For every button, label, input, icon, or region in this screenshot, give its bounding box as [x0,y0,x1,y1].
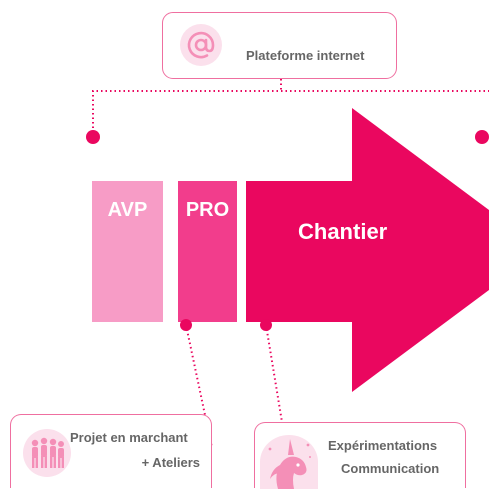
callout-experimentations-line1: Expérimentations [328,438,438,453]
chantier-dot [260,319,272,331]
platform-bracket-line [92,90,489,137]
chantier-callout-line [265,324,283,423]
phase-chantier: Chantier [246,181,446,322]
phase-chantier-label: Chantier [298,219,388,244]
at-sign-icon [180,24,222,66]
platform-label: Plateforme internet [246,48,365,63]
phase-avp-label: AVP [107,199,148,221]
platform-box: Plateforme internet [162,12,397,79]
pro-dot [180,319,192,331]
unicorn-icon [260,435,318,489]
phase-pro-label: PRO [185,199,230,221]
people-walking-icon [23,429,71,477]
callout-projet-line1: Projet en marchant [70,430,188,445]
right-bracket-dot [475,130,489,144]
callout-projet: Projet en marchant + Ateliers [10,414,212,488]
phase-avp: AVP [92,181,163,322]
chantier-arrow-shape [246,108,489,392]
callout-experimentations-line2: Communication [341,461,440,476]
left-bracket-dot [86,130,100,144]
callout-projet-line2: + Ateliers [141,455,200,470]
callout-experimentations: Expérimentations Communication [254,422,466,489]
phase-pro: PRO [178,181,237,322]
